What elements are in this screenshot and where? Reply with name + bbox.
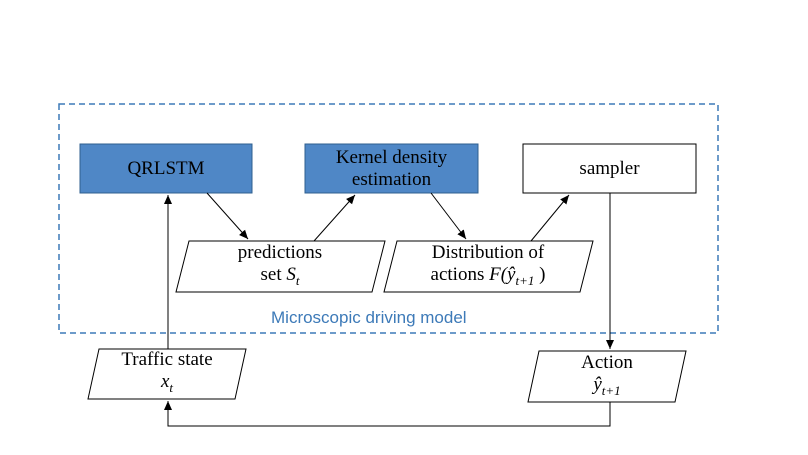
distribution-math-f: F( — [489, 263, 508, 285]
qrlstm-label: QRLSTM — [80, 144, 252, 193]
traffic-state-parallelogram — [87, 348, 247, 400]
edge-distribution-to-sampler — [530, 194, 570, 242]
qrlstm-box — [79, 143, 253, 194]
edge-kde-to-distribution — [430, 192, 467, 240]
group-caption: Microscopic driving model — [271, 308, 467, 327]
traffic-state-math-x: x — [160, 371, 170, 393]
distribution-text-line2: actions F(ŷt+1 ) — [430, 263, 546, 288]
predictions-text-line1: predictions — [237, 241, 323, 263]
qrlstm-text: QRLSTM — [127, 157, 205, 179]
traffic-state-text-line2: xt — [161, 371, 173, 399]
predictions-text-line2: set St — [260, 263, 300, 288]
edge-action-feedback-to-traffic-state — [164, 401, 611, 427]
distribution-math-yhat: ŷ — [507, 263, 516, 285]
kde-box — [304, 143, 479, 194]
kde-text-line1: Kernel density — [335, 146, 448, 168]
distribution-label: Distribution of actions F(ŷt+1 ) — [388, 241, 588, 292]
predictions-label: predictions set St — [180, 241, 380, 292]
kde-text-line2: estimation — [351, 168, 432, 190]
traffic-state-text-line1: Traffic state — [121, 349, 213, 371]
edge-predictions-to-kde — [313, 194, 356, 242]
action-label: Action ŷt+1 — [532, 351, 682, 402]
predictions-math-s: S — [286, 263, 296, 285]
action-math-sub: t+1 — [601, 382, 621, 398]
predictions-math-sub: t — [295, 272, 300, 288]
distribution-text-line1: Distribution of — [431, 241, 545, 263]
action-text-line1: Action — [581, 351, 633, 373]
edge-qrlstm-to-predictions — [206, 192, 249, 240]
action-text-line2: ŷt+1 — [593, 374, 620, 402]
distribution-parallelogram — [383, 240, 594, 293]
traffic-state-math-sub: t — [169, 379, 174, 395]
sampler-text: sampler — [579, 157, 640, 179]
traffic-state-label: Traffic state xt — [92, 349, 242, 399]
distribution-math-sub: t+1 — [515, 272, 535, 288]
kde-label: Kernel density estimation — [305, 144, 478, 193]
microscopic-driving-model-boundary — [58, 103, 719, 334]
action-parallelogram — [527, 350, 687, 403]
predictions-parallelogram — [175, 240, 386, 293]
action-math-yhat: ŷ — [593, 373, 602, 395]
sampler-label: sampler — [523, 144, 696, 193]
